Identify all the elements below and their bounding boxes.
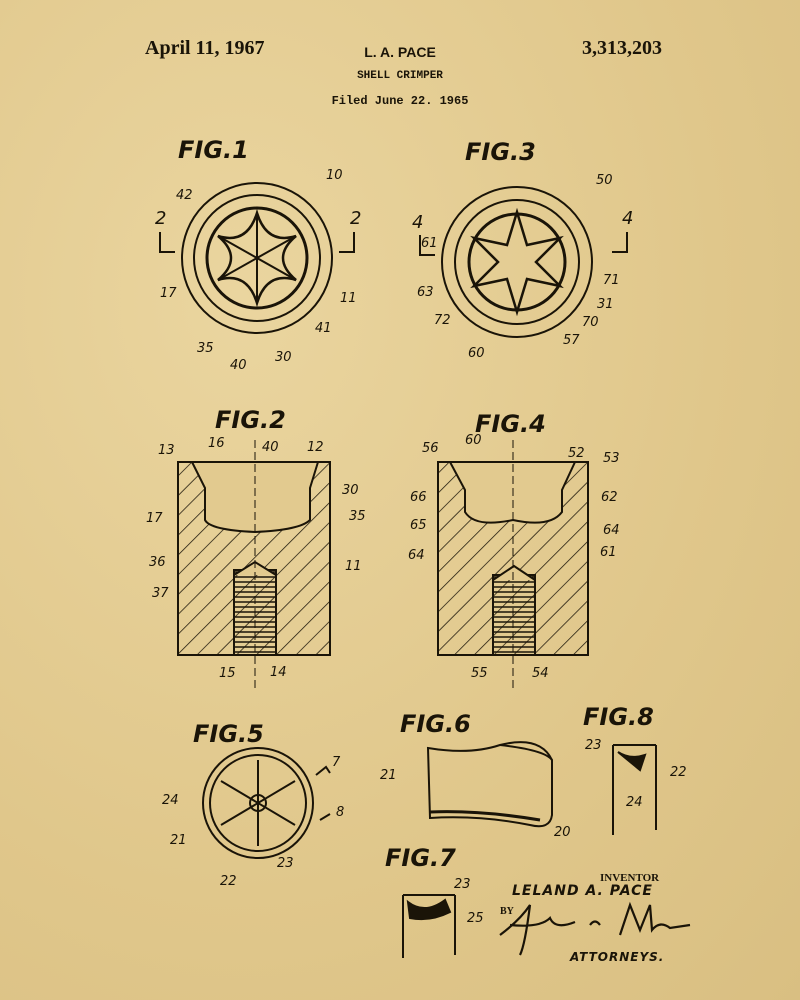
ref: 21 — [170, 833, 187, 848]
ref: 65 — [410, 518, 427, 533]
ref: 23 — [277, 856, 294, 871]
figure-6: FIG.6 21 20 — [380, 710, 571, 840]
ref: 54 — [532, 666, 549, 681]
ref: 20 — [554, 825, 571, 840]
ref: 61 — [600, 545, 617, 560]
ref: 13 — [158, 443, 175, 458]
ref: 72 — [434, 313, 451, 328]
ref: 14 — [270, 665, 287, 680]
ref: 30 — [342, 483, 359, 498]
ref: 22 — [220, 874, 237, 889]
figure-4: FIG.4 56 60 52 53 66 62 65 64 64 61 55 5… — [408, 410, 620, 690]
ref: 64 — [408, 548, 425, 563]
ref: 35 — [197, 341, 214, 356]
ref: 22 — [670, 765, 687, 780]
ref: 23 — [454, 877, 471, 892]
ref: 55 — [471, 666, 488, 681]
patent-date: April 11, 1967 — [145, 37, 265, 59]
ref: 17 — [146, 511, 163, 526]
ref: 25 — [467, 911, 484, 926]
ref: 35 — [349, 509, 366, 524]
ref: 21 — [380, 768, 397, 783]
figure-2: FIG.2 13 16 40 12 30 17 35 36 37 11 15 1… — [146, 406, 366, 690]
fig1-label: FIG.1 — [178, 136, 249, 164]
ref: 42 — [176, 188, 193, 203]
attorney-signature — [499, 901, 691, 956]
ref: 31 — [597, 297, 614, 312]
ref: 23 — [585, 738, 602, 753]
ref: 7 — [332, 755, 341, 770]
ref: 40 — [262, 440, 279, 455]
ref: 17 — [160, 286, 177, 301]
ref: 71 — [603, 273, 620, 288]
ref: 62 — [601, 490, 618, 505]
ref: 60 — [468, 346, 485, 361]
fig6-label: FIG.6 — [400, 710, 471, 738]
inventor-header: L. A. PACE — [364, 44, 436, 60]
section-marker: 4 — [622, 208, 633, 229]
inventor-label: INVENTOR — [600, 872, 660, 884]
figure-3: FIG.3 50 4 4 61 63 71 31 72 70 57 60 — [412, 138, 633, 361]
figure-5: FIG.5 7 8 24 21 22 23 — [162, 720, 344, 889]
ref: 53 — [603, 451, 620, 466]
fig8-label: FIG.8 — [583, 703, 654, 731]
fig5-label: FIG.5 — [193, 720, 264, 748]
ref: 36 — [149, 555, 166, 570]
ref: 37 — [152, 586, 169, 601]
filed-date: Filed June 22. 1965 — [331, 94, 469, 108]
ref: 50 — [596, 173, 613, 188]
ref: 41 — [315, 321, 332, 336]
ref: 10 — [326, 168, 343, 183]
ref: 24 — [626, 795, 643, 810]
figure-8: FIG.8 23 22 24 — [583, 703, 687, 835]
ref: 30 — [275, 350, 292, 365]
ref: 61 — [421, 236, 438, 251]
ref: 11 — [345, 559, 362, 574]
ref: 8 — [336, 805, 344, 820]
ref: 64 — [603, 523, 620, 538]
ref: 60 — [465, 433, 482, 448]
ref: 15 — [219, 666, 236, 681]
ref: 40 — [230, 358, 247, 373]
ref: 11 — [340, 291, 357, 306]
by-label: BY — [500, 906, 514, 917]
fig7-label: FIG.7 — [385, 844, 456, 872]
ref: 24 — [162, 793, 179, 808]
section-marker: 4 — [412, 212, 423, 233]
section-marker: 2 — [350, 208, 361, 229]
section-marker: 2 — [155, 208, 166, 229]
ref: 70 — [582, 315, 599, 330]
inventor-name: LELAND A. PACE — [512, 883, 653, 899]
attorneys-label: ATTORNEYS. — [570, 950, 665, 964]
fig4-label: FIG.4 — [475, 410, 546, 438]
ref: 63 — [417, 285, 434, 300]
fig2-label: FIG.2 — [215, 406, 286, 434]
ref: 56 — [422, 441, 439, 456]
ref: 12 — [307, 440, 324, 455]
ref: 57 — [563, 333, 580, 348]
figure-1: FIG.1 10 42 2 2 17 11 41 35 40 30 — [155, 136, 361, 373]
patent-title: SHELL CRIMPER — [357, 70, 443, 82]
ref: 66 — [410, 490, 427, 505]
fig3-label: FIG.3 — [465, 138, 536, 166]
patent-number: 3,313,203 — [582, 37, 662, 59]
ref: 16 — [208, 436, 225, 451]
ref: 52 — [568, 446, 585, 461]
figure-7: FIG.7 23 25 — [385, 844, 484, 958]
